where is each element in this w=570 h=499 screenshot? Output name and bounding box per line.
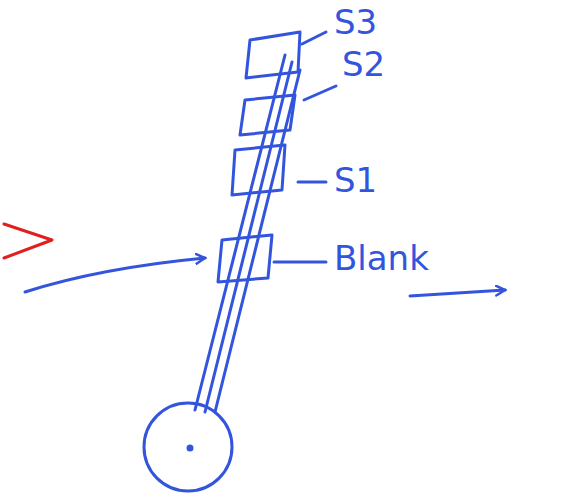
leader-line: [302, 32, 326, 44]
leader-line: [298, 181, 326, 184]
slice-plane: [246, 32, 300, 78]
leader-line: [274, 261, 326, 264]
input-arrow: [25, 258, 205, 292]
slice-label: S1: [334, 162, 377, 199]
slice-plane: [218, 235, 272, 282]
slice-plane: [232, 145, 285, 195]
red-mark: [4, 224, 52, 258]
rod-line: [195, 55, 285, 410]
rod-line: [205, 62, 292, 412]
output-arrow: [410, 290, 505, 296]
leader-line: [304, 86, 336, 100]
slice-plane: [240, 95, 295, 135]
base-circle: [144, 403, 232, 491]
slice-label: Blank: [334, 240, 429, 277]
slice-label: S3: [334, 4, 377, 41]
rod-line: [215, 70, 300, 412]
center-dot: [188, 446, 192, 450]
slice-label: S2: [342, 46, 385, 83]
